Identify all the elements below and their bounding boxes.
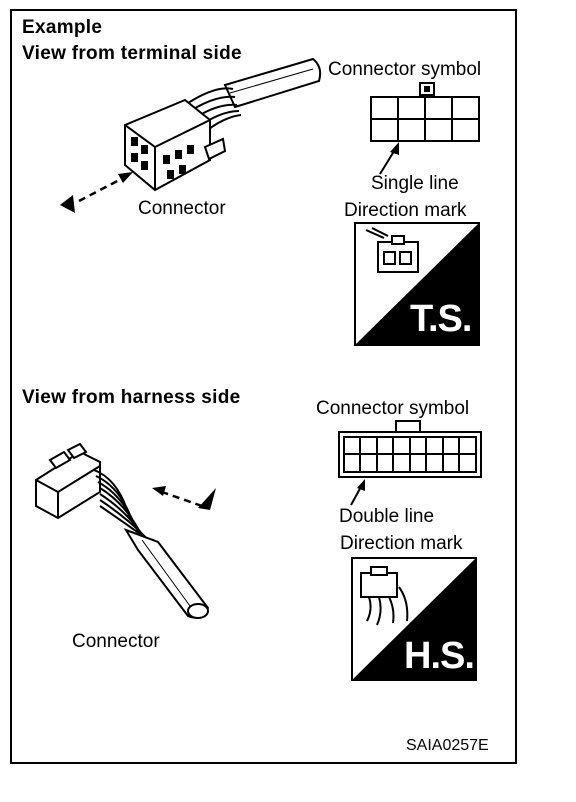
- ts-direction-mark: [354, 222, 480, 346]
- double-line-connector-symbol: [338, 420, 482, 506]
- harness-side-direction-mark-label: Direction mark: [340, 533, 463, 554]
- terminal-side-connector-label: Connector: [138, 198, 226, 219]
- harness-side-connector-illustration: [35, 442, 216, 619]
- harness-side-connector-label: Connector: [72, 631, 160, 652]
- terminal-side-heading: View from terminal side: [22, 43, 242, 64]
- hs-badge-text: H.S.: [404, 635, 475, 677]
- double-line-label: Double line: [339, 506, 435, 527]
- figure-frame: [10, 9, 517, 764]
- harness-side-symbol-label: Connector symbol: [316, 398, 470, 419]
- terminal-side-connector-illustration: [60, 57, 322, 213]
- harness-side-heading: View from harness side: [22, 387, 241, 408]
- terminal-side-symbol-label: Connector symbol: [328, 59, 482, 80]
- single-line-label: Single line: [371, 173, 459, 194]
- terminal-side-direction-mark-label: Direction mark: [344, 200, 467, 221]
- ts-badge-text: T.S.: [410, 298, 472, 340]
- single-line-connector-symbol: [370, 82, 480, 175]
- figure-code: SAIA0257E: [406, 737, 489, 754]
- example-label: Example: [22, 17, 103, 38]
- hs-direction-mark: [351, 557, 477, 681]
